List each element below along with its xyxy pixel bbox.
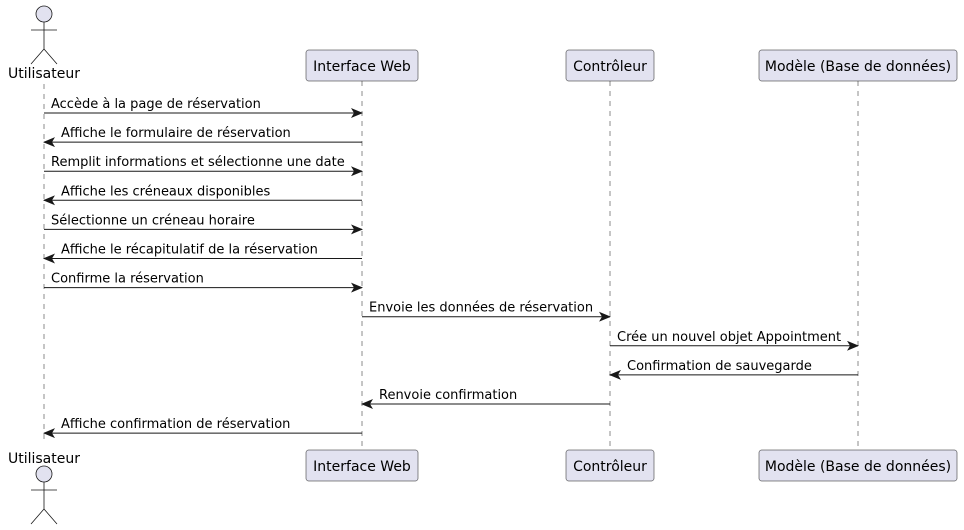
message-label: Remplit informations et sélectionne une … (51, 155, 345, 170)
participant-web-top: Interface Web (305, 49, 419, 82)
participant-web-bottom-label: Interface Web (313, 459, 411, 475)
message-3: Remplit informations et sélectionne une … (44, 155, 363, 177)
message-label: Affiche le formulaire de réservation (61, 126, 291, 141)
message-1: Accède à la page de réservation (44, 97, 363, 118)
message-2: Affiche le formulaire de réservation (43, 126, 362, 148)
participant-model-bottom: Modèle (Base de données) (758, 449, 958, 482)
message-label: Crée un nouvel objet Appointment (617, 330, 841, 345)
message-label: Renvoie confirmation (379, 388, 517, 403)
actor-user-bottom-label: Utilisateur (8, 451, 80, 467)
participant-ctrl-top: Contrôleur (565, 49, 655, 82)
message-8: Envoie les données de réservation (362, 301, 611, 322)
message-label: Confirmation de sauvegarde (627, 359, 812, 374)
actor-user-top-icon (30, 5, 58, 65)
participant-web-top-label: Interface Web (313, 59, 411, 75)
participant-web-bottom: Interface Web (305, 449, 419, 482)
participant-ctrl-bottom-label: Contrôleur (573, 459, 647, 475)
message-label: Confirme la réservation (51, 272, 204, 287)
message-11: Renvoie confirmation (361, 388, 610, 409)
message-12: Affiche confirmation de réservation (43, 417, 362, 439)
message-6: Affiche le récapitulatif de la réservati… (43, 243, 362, 264)
message-9: Crée un nouvel objet Appointment (610, 330, 859, 351)
message-label: Affiche confirmation de réservation (61, 417, 290, 432)
message-label: Accède à la page de réservation (51, 97, 261, 112)
message-label: Sélectionne un créneau horaire (51, 213, 255, 228)
message-label: Affiche les créneaux disponibles (61, 184, 271, 199)
actor-user-top-label: Utilisateur (8, 66, 80, 82)
message-label: Affiche le récapitulatif de la réservati… (61, 243, 318, 258)
participant-ctrl-bottom: Contrôleur (565, 449, 655, 482)
message-7: Confirme la réservation (44, 272, 363, 293)
message-4: Affiche les créneaux disponibles (43, 184, 362, 206)
participant-model-top: Modèle (Base de données) (758, 49, 958, 82)
message-label: Envoie les données de réservation (369, 301, 593, 316)
participant-model-bottom-label: Modèle (Base de données) (765, 459, 951, 475)
message-5: Sélectionne un créneau horaire (44, 213, 363, 235)
participant-ctrl-top-label: Contrôleur (573, 59, 647, 75)
message-10: Confirmation de sauvegarde (609, 359, 858, 380)
participant-model-top-label: Modèle (Base de données) (765, 59, 951, 75)
actor-user-bottom-icon (30, 465, 58, 525)
